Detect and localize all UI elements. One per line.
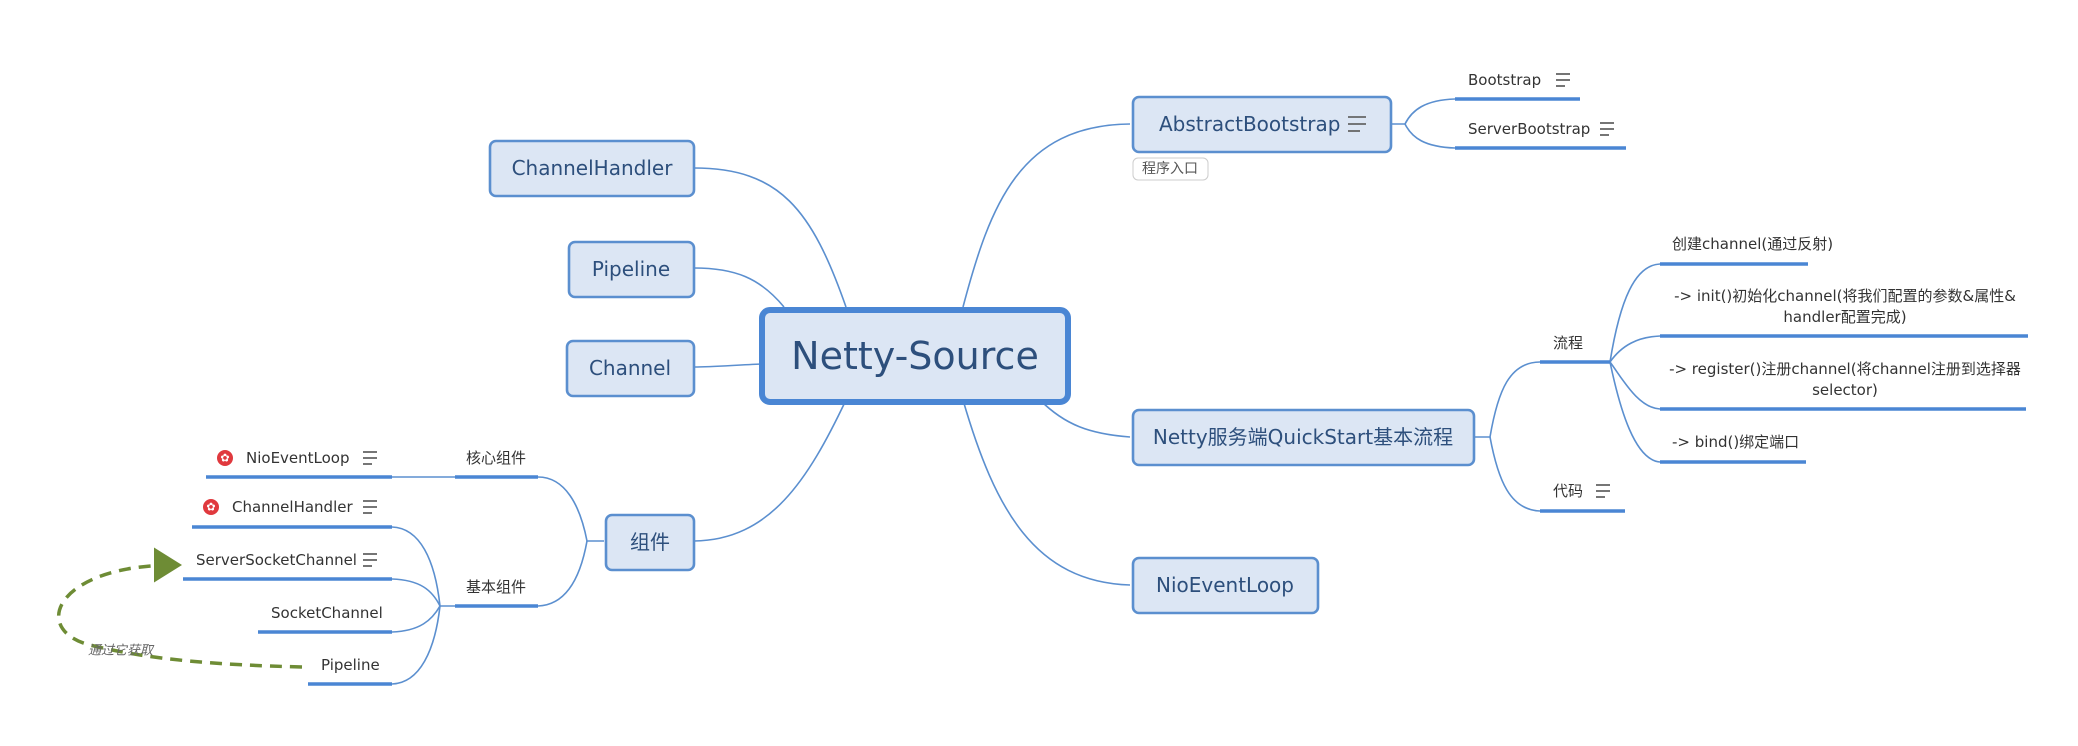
connector-basic-channelhandler [391, 526, 455, 607]
subtopic-bootstrap-label: Bootstrap [1468, 71, 1541, 89]
relationship-label: 通过它获取 [88, 643, 155, 659]
connector-step-2 [1609, 335, 1661, 363]
leaf-basic-serversocketchannel[interactable]: ServerSocketChannel [183, 551, 392, 581]
connector-components [693, 399, 847, 542]
connector-code [1489, 436, 1541, 512]
subtopic-core-components-label: 核心组件 [466, 449, 526, 467]
note-icon[interactable] [363, 500, 377, 514]
subtopic-basic-components[interactable]: 基本组件 [455, 578, 538, 608]
note-icon[interactable] [1600, 122, 1614, 136]
subtopic-code-label: 代码 [1553, 482, 1583, 500]
connector-basic-pipeline [391, 605, 441, 685]
step-register-channel-label-2: selector) [1812, 381, 1878, 399]
connector-channel [693, 363, 763, 368]
note-icon[interactable] [1348, 116, 1366, 132]
tag-program-entry: 程序入口 [1132, 157, 1209, 181]
topic-pipeline[interactable]: Pipeline [567, 240, 696, 299]
subtopic-code[interactable]: 代码 [1540, 482, 1625, 513]
connector-abstractbootstrap [962, 123, 1131, 308]
connector-bootstrap [1391, 98, 1456, 125]
step-create-channel-label: 创建channel(通过反射) [1672, 235, 1833, 253]
step-register-channel[interactable]: -> register()注册channel(将channel注册到选择器 se… [1660, 360, 2026, 411]
svg-text:✿: ✿ [220, 452, 229, 465]
topic-channel[interactable]: Channel [565, 339, 696, 398]
note-icon[interactable] [1556, 73, 1570, 87]
subtopic-flow-label: 流程 [1553, 334, 1583, 352]
priority-star-icon: ✿ [217, 450, 233, 466]
topic-channelhandler-label: ChannelHandler [512, 156, 674, 180]
step-bind-port-label: -> bind()绑定端口 [1672, 433, 1799, 451]
topic-pipeline-label: Pipeline [592, 257, 670, 281]
connector-pipeline [693, 267, 785, 308]
note-icon[interactable] [363, 451, 377, 465]
step-register-channel-label-1: -> register()注册channel(将channel注册到选择器 [1669, 360, 2021, 378]
topic-abstractbootstrap-label: AbstractBootstrap [1159, 112, 1340, 136]
topic-abstractbootstrap[interactable]: AbstractBootstrap [1131, 95, 1393, 154]
connector-step-1 [1609, 263, 1661, 363]
priority-star-icon: ✿ [203, 499, 219, 515]
connector-channelhandler [693, 167, 847, 308]
leaf-basic-socketchannel[interactable]: SocketChannel [258, 604, 392, 634]
leaf-core-nioeventloop-label: NioEventLoop [246, 449, 350, 467]
svg-text:✿: ✿ [206, 501, 215, 514]
leaf-basic-channelhandler-label: ChannelHandler [232, 498, 353, 516]
connector-nioeventloop [962, 399, 1131, 586]
topic-quickstart-label: Netty服务端QuickStart基本流程 [1153, 425, 1453, 449]
topic-nioeventloop[interactable]: NioEventLoop [1131, 556, 1320, 615]
step-init-channel-label-1: -> init()初始化channel(将我们配置的参数&属性& [1674, 287, 2016, 305]
quickstart-connectors [1474, 263, 1661, 512]
leaf-basic-pipeline-label: Pipeline [321, 656, 380, 674]
step-create-channel[interactable]: 创建channel(通过反射) [1660, 235, 1833, 266]
connector-core [537, 476, 604, 542]
connector-serverbootstrap [1404, 123, 1456, 149]
topic-components-label: 组件 [630, 530, 670, 554]
connector-flow [1474, 361, 1541, 438]
components-connectors [391, 476, 604, 685]
subtopic-flow[interactable]: 流程 [1540, 334, 1610, 364]
topic-components[interactable]: 组件 [604, 513, 696, 572]
step-init-channel-label-2: handler配置完成) [1783, 308, 1906, 326]
note-icon[interactable] [1596, 484, 1610, 498]
topic-nioeventloop-label: NioEventLoop [1156, 573, 1294, 597]
subtopic-core-components[interactable]: 核心组件 [455, 449, 538, 479]
topic-channelhandler[interactable]: ChannelHandler [488, 139, 696, 198]
root-connectors [693, 123, 1131, 586]
connector-basic-socketchannel [391, 605, 441, 633]
connector-basic [537, 540, 588, 607]
connector-step-4 [1609, 361, 1661, 463]
subtopic-serverbootstrap[interactable]: ServerBootstrap [1455, 120, 1626, 150]
leaf-core-nioeventloop[interactable]: ✿ NioEventLoop [206, 449, 392, 479]
leaf-basic-socketchannel-label: SocketChannel [271, 604, 383, 622]
subtopic-basic-components-label: 基本组件 [466, 578, 526, 596]
root-topic-label: Netty-Source [791, 334, 1039, 378]
step-bind-port[interactable]: -> bind()绑定端口 [1660, 433, 1806, 464]
leaf-basic-channelhandler[interactable]: ✿ ChannelHandler [192, 498, 392, 529]
leaf-basic-serversocketchannel-label: ServerSocketChannel [196, 551, 357, 569]
subtopic-bootstrap[interactable]: Bootstrap [1455, 71, 1580, 101]
abstractbootstrap-connectors [1391, 98, 1456, 149]
connector-step-3 [1609, 361, 1661, 410]
subtopic-serverbootstrap-label: ServerBootstrap [1468, 120, 1590, 138]
root-topic[interactable]: Netty-Source [759, 307, 1071, 405]
topic-channel-label: Channel [589, 356, 671, 380]
topic-quickstart[interactable]: Netty服务端QuickStart基本流程 [1131, 408, 1476, 467]
step-init-channel[interactable]: -> init()初始化channel(将我们配置的参数&属性& handler… [1660, 287, 2028, 338]
relationship-pipeline-to-serversocketchannel[interactable]: 通过它获取 [57, 547, 303, 669]
connector-quickstart [1039, 399, 1131, 438]
note-icon[interactable] [363, 553, 377, 567]
leaf-basic-pipeline[interactable]: Pipeline [308, 656, 392, 686]
tag-program-entry-label: 程序入口 [1142, 161, 1198, 177]
connector-basic-serversocketchannel [391, 578, 441, 607]
